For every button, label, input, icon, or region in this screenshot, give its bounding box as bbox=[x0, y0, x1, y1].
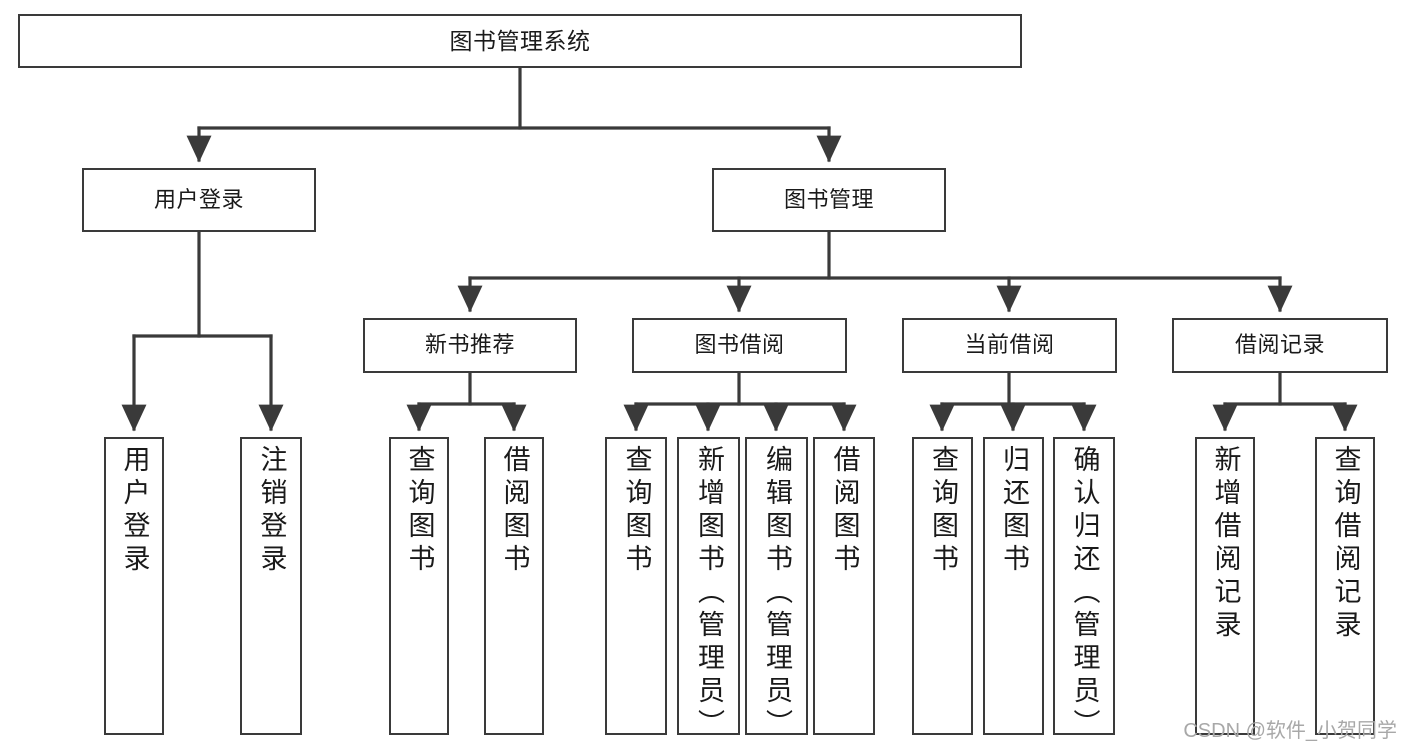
node-leaf-query-book-2[interactable]: 查询图书 bbox=[605, 437, 667, 735]
node-root[interactable]: 图书管理系统 bbox=[18, 14, 1022, 68]
node-new-book-recommend[interactable]: 新书推荐 bbox=[363, 318, 577, 373]
node-borrow-record-label: 借阅记录 bbox=[1234, 332, 1325, 358]
node-leaf-borrow-book-2-label: 借阅图书 bbox=[829, 445, 860, 577]
node-book-borrow-label: 图书借阅 bbox=[694, 332, 785, 358]
node-leaf-query-record-label: 查询借阅记录 bbox=[1330, 445, 1361, 643]
node-leaf-logout-login-label: 注销登录 bbox=[256, 445, 287, 577]
node-book-borrow[interactable]: 图书借阅 bbox=[632, 318, 847, 373]
node-current-borrow-label: 当前借阅 bbox=[964, 332, 1055, 358]
node-leaf-edit-book[interactable]: 编辑图书（管理员） bbox=[745, 437, 808, 742]
node-leaf-borrow-book-1-label: 借阅图书 bbox=[499, 445, 530, 577]
node-book-management[interactable]: 图书管理 bbox=[712, 168, 946, 232]
node-leaf-user-login[interactable]: 用户登录 bbox=[104, 437, 164, 735]
node-leaf-borrow-book-1[interactable]: 借阅图书 bbox=[484, 437, 544, 735]
node-leaf-add-book[interactable]: 新增图书（管理员） bbox=[677, 437, 740, 742]
node-leaf-borrow-book-2[interactable]: 借阅图书 bbox=[813, 437, 875, 735]
node-new-book-recommend-label: 新书推荐 bbox=[424, 332, 515, 358]
node-leaf-query-book-3-label: 查询图书 bbox=[928, 445, 958, 577]
node-leaf-add-record[interactable]: 新增借阅记录 bbox=[1195, 437, 1255, 735]
node-leaf-query-book-3[interactable]: 查询图书 bbox=[912, 437, 973, 735]
node-leaf-logout-login[interactable]: 注销登录 bbox=[240, 437, 302, 735]
node-user-login[interactable]: 用户登录 bbox=[82, 168, 316, 232]
node-leaf-return-book[interactable]: 归还图书 bbox=[983, 437, 1044, 735]
node-current-borrow[interactable]: 当前借阅 bbox=[902, 318, 1117, 373]
node-borrow-record[interactable]: 借阅记录 bbox=[1172, 318, 1388, 373]
node-leaf-edit-book-label: 编辑图书（管理员） bbox=[762, 445, 792, 742]
node-leaf-query-book-1-label: 查询图书 bbox=[404, 445, 435, 577]
node-leaf-add-record-label: 新增借阅记录 bbox=[1210, 445, 1241, 643]
watermark: CSDN @软件_小贺同学 bbox=[1183, 720, 1397, 742]
node-leaf-confirm-return[interactable]: 确认归还（管理员） bbox=[1053, 437, 1115, 742]
node-user-login-label: 用户登录 bbox=[153, 186, 244, 212]
node-leaf-add-book-label: 新增图书（管理员） bbox=[694, 445, 724, 742]
node-leaf-return-book-label: 归还图书 bbox=[999, 445, 1029, 577]
node-book-management-label: 图书管理 bbox=[783, 186, 874, 212]
node-leaf-query-book-2-label: 查询图书 bbox=[621, 445, 652, 577]
node-root-label: 图书管理系统 bbox=[449, 27, 591, 54]
node-leaf-query-book-1[interactable]: 查询图书 bbox=[389, 437, 449, 735]
node-leaf-query-record[interactable]: 查询借阅记录 bbox=[1315, 437, 1375, 735]
node-leaf-confirm-return-label: 确认归还（管理员） bbox=[1069, 445, 1100, 742]
node-leaf-user-login-label: 用户登录 bbox=[119, 445, 150, 577]
